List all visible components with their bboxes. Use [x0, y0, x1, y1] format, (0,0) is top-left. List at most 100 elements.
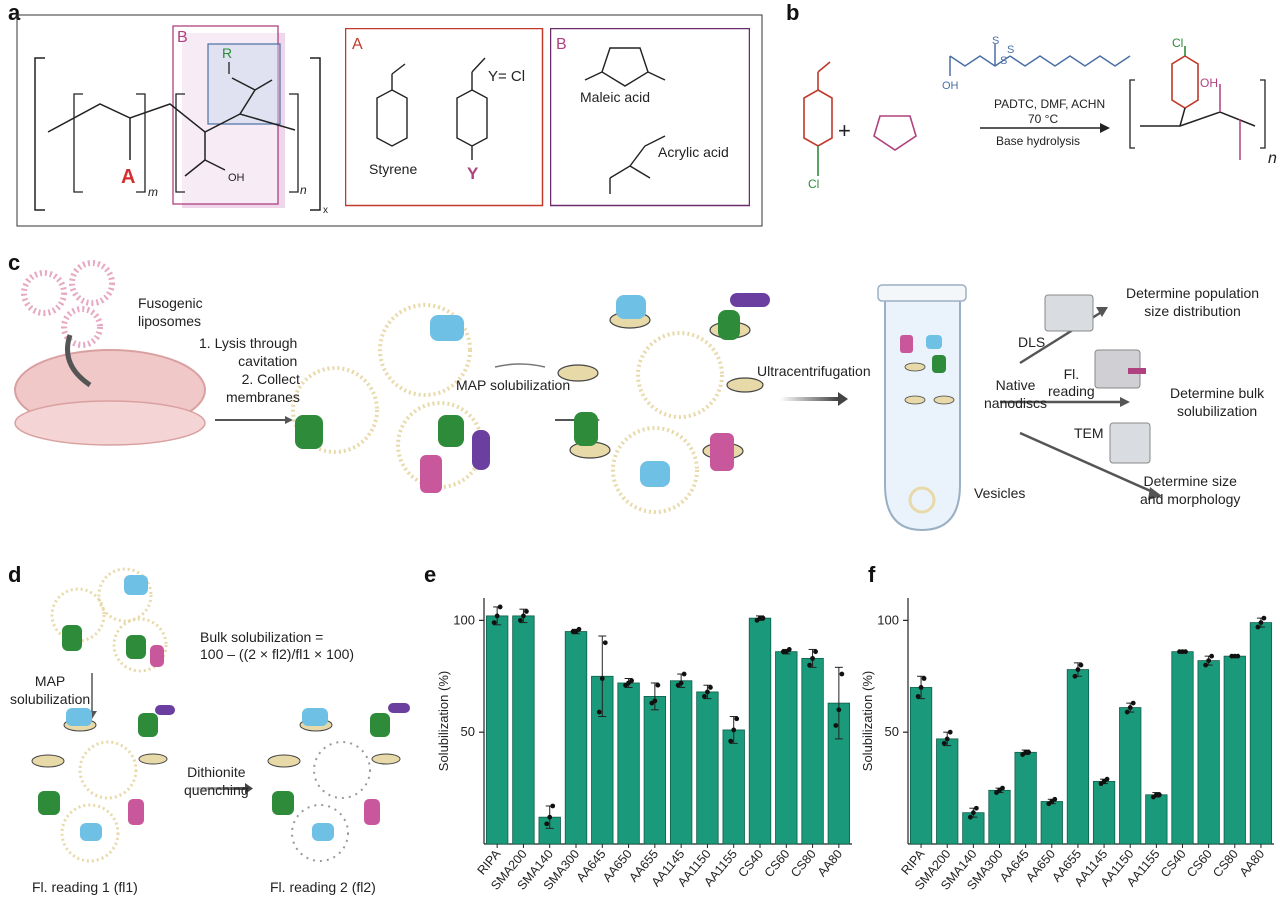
- data-point: [833, 723, 839, 728]
- data-point: [734, 716, 740, 722]
- x-tick-label: CS60: [762, 847, 793, 880]
- centrifuge-tube: [884, 299, 961, 532]
- data-point: [915, 694, 921, 699]
- fusogenic-label: Fusogenic liposomes: [138, 295, 203, 329]
- data-point: [807, 662, 812, 668]
- raft-s-3: S: [1007, 44, 1015, 56]
- y-tick-label: 100: [877, 612, 899, 627]
- protein-purple: [472, 430, 490, 470]
- protein-pink: [420, 455, 442, 493]
- step-1-label: 1. Lysis through cavitation: [199, 335, 298, 369]
- panel-label-b: b: [786, 0, 800, 25]
- panel-a-structure: [16, 14, 763, 227]
- ultracentrifugation-label: Ultracentrifugation: [757, 363, 871, 379]
- y-equals-cl: Y= Cl: [488, 68, 526, 85]
- data-point: [1206, 658, 1212, 664]
- map-solubilization-d: MAP solubilization: [10, 673, 91, 707]
- data-point: [1000, 785, 1005, 791]
- x-tick-label: AA80: [1237, 847, 1267, 879]
- bar: [722, 729, 745, 845]
- raft-oh: OH: [942, 80, 959, 92]
- determine-pop-label: Determine population size distribution: [1126, 285, 1260, 319]
- oh-product: OH: [1200, 76, 1218, 90]
- bar: [564, 631, 588, 845]
- panel-label-d: d: [8, 562, 22, 587]
- conditions-line3: Base hydrolysis: [996, 134, 1081, 148]
- data-point: [918, 685, 924, 690]
- data-point: [1052, 796, 1058, 802]
- bar: [909, 687, 933, 845]
- bar: [801, 657, 824, 845]
- protein-green-1: [295, 415, 323, 449]
- bracket-m-left: [73, 93, 83, 193]
- bar: [936, 738, 959, 845]
- bar: [1145, 794, 1168, 845]
- data-point: [547, 814, 553, 820]
- data-point: [524, 609, 529, 614]
- acrylic-acid-label: Acrylic acid: [658, 144, 729, 160]
- data-point: [544, 821, 550, 827]
- bar: [1171, 651, 1194, 845]
- y-tick-label: 100: [453, 612, 475, 627]
- data-point: [810, 655, 815, 661]
- data-point: [1026, 749, 1032, 755]
- bar: [1066, 669, 1090, 845]
- data-point: [836, 707, 842, 713]
- data-point: [1258, 620, 1264, 625]
- bar: [669, 680, 693, 845]
- panel-c-workflow: [14, 260, 1162, 532]
- conditions-line1: PADTC, DMF, ACHN: [994, 97, 1106, 111]
- bar: [1092, 780, 1116, 845]
- bar: [1249, 622, 1273, 845]
- label-r: R: [222, 45, 233, 61]
- conditions-line2: 70 °C: [1028, 112, 1059, 126]
- box-b-title: B: [556, 36, 567, 53]
- data-point: [1130, 700, 1136, 706]
- bar: [1040, 801, 1063, 845]
- data-point: [708, 685, 713, 690]
- subscript-m: m: [148, 185, 158, 199]
- data-point: [967, 814, 973, 820]
- panel-a-frame: [16, 14, 763, 227]
- data-point: [1156, 792, 1162, 798]
- raft-s-1: S: [1000, 55, 1008, 67]
- data-point: [652, 698, 658, 704]
- data-point: [629, 678, 634, 684]
- bulk-formula-line1: Bulk solubilization =: [200, 629, 324, 645]
- data-point: [702, 694, 707, 699]
- data-point: [678, 680, 684, 686]
- bulk-formula-line2: 100 – ((2 × fl2)/fl1 × 100): [200, 646, 355, 662]
- label-a-red: A: [121, 166, 136, 188]
- subscript-x: x: [323, 205, 328, 216]
- liposome-3: [61, 306, 103, 348]
- panel-label-c: c: [8, 250, 21, 275]
- bracket-m-right: [136, 93, 146, 193]
- fl-reading-label: Fl. reading: [1048, 366, 1095, 399]
- bracket-n-left: [175, 93, 185, 193]
- step-2-label: 2. Collect membranes: [226, 371, 300, 405]
- nanodisc-1: [557, 364, 599, 382]
- bracket-n-right: [289, 93, 299, 193]
- styrene-label: Styrene: [369, 161, 418, 177]
- x-tick-label: CS40: [735, 847, 766, 880]
- y-label: Y: [467, 164, 479, 183]
- subscript-n: n: [300, 183, 307, 197]
- fl-reading-2-label: Fl. reading 2 (fl2): [270, 879, 376, 895]
- determine-size-label: Determine size and morphology: [1140, 473, 1241, 507]
- map-solubilization-c: MAP solubilization: [456, 377, 571, 393]
- data-point: [731, 727, 737, 733]
- data-point: [1078, 662, 1084, 668]
- cl-bottom: Cl: [808, 177, 820, 191]
- data-point: [921, 676, 927, 681]
- raft-s-2: S: [992, 35, 1000, 47]
- label-b-italic: B: [177, 29, 188, 46]
- data-point: [941, 740, 947, 746]
- data-point: [944, 736, 950, 742]
- box-b-structures: [550, 28, 750, 207]
- box-a-title: A: [352, 36, 363, 53]
- y-tick-label: 50: [885, 724, 899, 739]
- data-point: [1183, 649, 1188, 655]
- subscript-n-product: n: [1268, 150, 1277, 167]
- oh-label-a: OH: [228, 172, 245, 184]
